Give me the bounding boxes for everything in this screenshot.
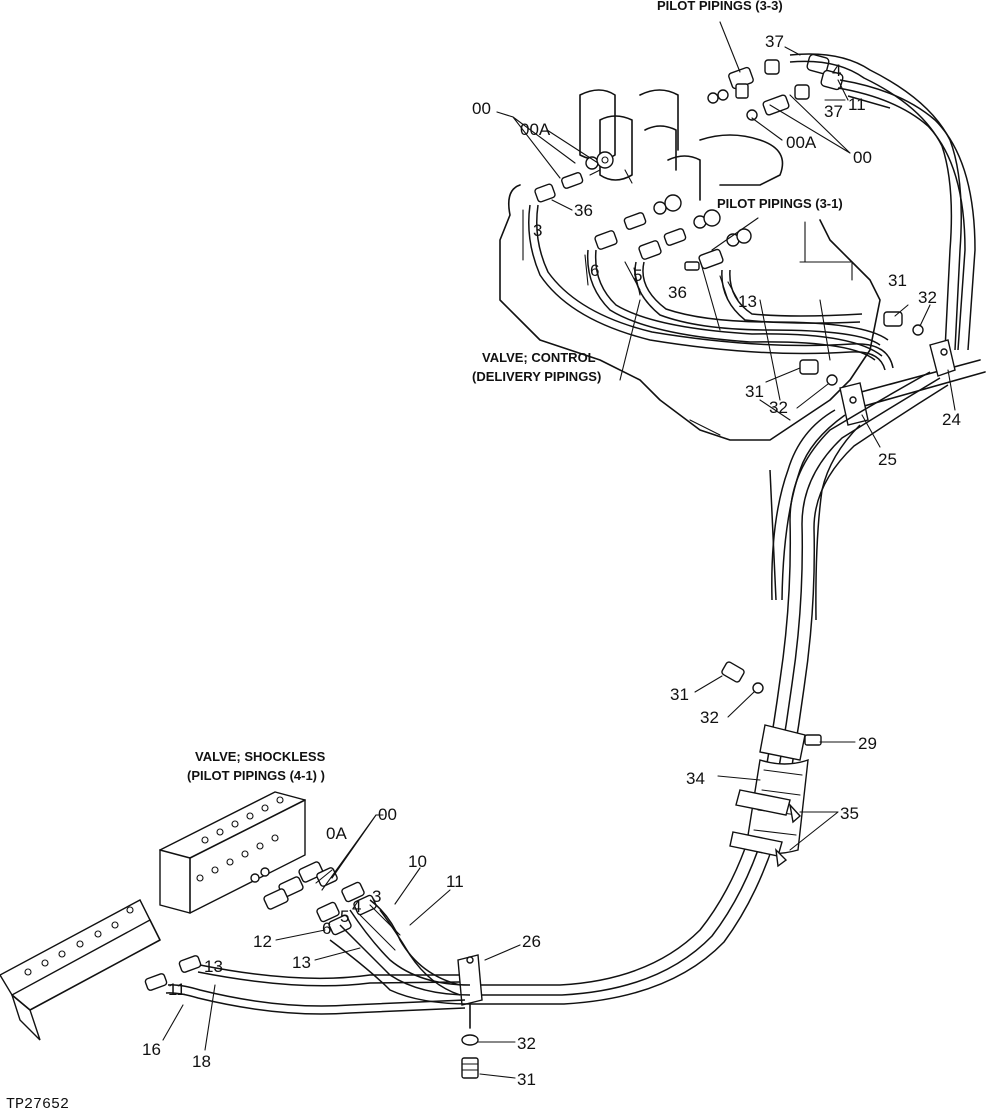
part-label: 26 xyxy=(522,932,541,951)
part-label: 18 xyxy=(192,1052,211,1071)
part-label: 13 xyxy=(204,957,223,976)
part-number-labels: 37 37 11 00 00A 00A 00 36 36 13 31 32 31… xyxy=(142,32,961,1089)
part-label: 31 xyxy=(517,1070,536,1089)
part-label: 4 xyxy=(352,897,361,916)
lower-hoses xyxy=(165,899,471,1015)
part-label: 00 xyxy=(853,148,872,167)
part-label: 32 xyxy=(918,288,937,307)
part-label: 24 xyxy=(942,410,961,429)
shockless-valve-block xyxy=(159,791,306,914)
part-label: 5 xyxy=(340,907,349,926)
caption-labels: PILOT PIPINGS (3-3) PILOT PIPINGS (3-1) … xyxy=(187,0,843,783)
part-label: 37 xyxy=(824,102,843,121)
part-label: 12 xyxy=(253,932,272,951)
clamps-upper xyxy=(799,311,986,426)
caption-pilot-3-1: PILOT PIPINGS (3-1) xyxy=(717,196,843,211)
part-label: 3 xyxy=(533,221,542,240)
valve-top-fittings xyxy=(534,151,752,271)
part-label: 32 xyxy=(517,1034,536,1053)
leader-lines xyxy=(162,21,956,1079)
mounting-bracket xyxy=(0,899,161,1041)
part-label: 32 xyxy=(769,398,788,417)
part-label: 3 xyxy=(372,887,381,906)
part-label: 11 xyxy=(168,980,186,999)
part-label: 36 xyxy=(574,201,593,220)
part-label: 11 xyxy=(446,872,464,891)
part-label: 31 xyxy=(888,271,907,290)
part-label: 31 xyxy=(670,685,689,704)
caption-pilot-4-1: (PILOT PIPINGS (4-1) ) xyxy=(187,768,325,783)
caption-valve-control: VALVE; CONTROL xyxy=(482,350,596,365)
part-label: 00A xyxy=(786,133,817,152)
part-label: 35 xyxy=(840,804,859,823)
caption-pilot-3-3: PILOT PIPINGS (3-3) xyxy=(657,0,783,13)
part-label: 16 xyxy=(142,1040,161,1059)
part-label: 4 xyxy=(832,61,841,80)
control-valve-body xyxy=(499,89,881,441)
part-label: 29 xyxy=(858,734,877,753)
drawing-id: TP27652 xyxy=(6,1096,69,1113)
main-hose-bundle xyxy=(470,371,949,1005)
part-label: 32 xyxy=(700,708,719,727)
protector-and-clamps xyxy=(721,661,822,868)
part-label: 00 xyxy=(472,99,491,118)
part-label: 10 xyxy=(408,852,427,871)
caption-delivery-pipings: (DELIVERY PIPINGS) xyxy=(472,369,601,384)
caption-valve-shockless: VALVE; SHOCKLESS xyxy=(195,749,326,764)
part-label: 11 xyxy=(848,95,866,114)
clamp-26 xyxy=(457,954,483,1079)
pilot-3-3-fittings xyxy=(707,53,844,121)
part-label: 13 xyxy=(292,953,311,972)
part-label: 0A xyxy=(326,824,347,843)
part-label: 6 xyxy=(322,919,331,938)
part-label: 34 xyxy=(686,769,705,788)
part-label: 25 xyxy=(878,450,897,469)
part-label: 5 xyxy=(633,266,642,285)
upper-hoses xyxy=(522,53,976,371)
part-label: 00 xyxy=(378,805,397,824)
part-label: 36 xyxy=(668,283,687,302)
part-label: 6 xyxy=(590,261,599,280)
part-label: 00A xyxy=(520,120,551,139)
part-label: 37 xyxy=(765,32,784,51)
part-label: 31 xyxy=(745,382,764,401)
part-label: 13 xyxy=(738,292,757,311)
